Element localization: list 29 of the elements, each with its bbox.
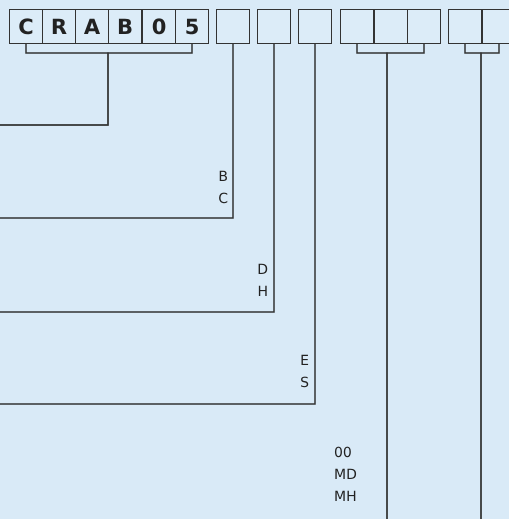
code-field-box <box>257 9 291 44</box>
code-letter-box: 5 <box>175 9 209 44</box>
option-code: E <box>299 352 309 371</box>
code-field-box <box>407 9 441 44</box>
code-field-box <box>298 9 332 44</box>
code-field-box <box>482 9 509 44</box>
code-field-box <box>374 9 408 44</box>
option-code: B <box>217 168 228 187</box>
leader-line <box>0 44 234 219</box>
option-code: H <box>256 283 268 302</box>
code-letter-box: A <box>75 9 109 44</box>
code-field-box <box>340 9 374 44</box>
code-field-box <box>448 9 482 44</box>
code-letter-box: C <box>9 9 43 44</box>
leader-line <box>480 44 500 519</box>
option-code: MH <box>334 488 358 507</box>
leader-line <box>0 44 275 313</box>
option-code: 00 <box>334 444 353 463</box>
code-field-box <box>216 9 250 44</box>
option-code: C <box>217 190 228 209</box>
code-letter-box: R <box>42 9 76 44</box>
option-code: S <box>299 374 309 393</box>
option-code: D <box>256 261 268 280</box>
code-letter-box: B <box>108 9 142 44</box>
code-letter-box: 0 <box>142 9 176 44</box>
leader-line <box>0 44 193 126</box>
leader-line <box>0 44 316 405</box>
option-code: MD <box>334 466 358 485</box>
leader-line <box>386 44 425 519</box>
